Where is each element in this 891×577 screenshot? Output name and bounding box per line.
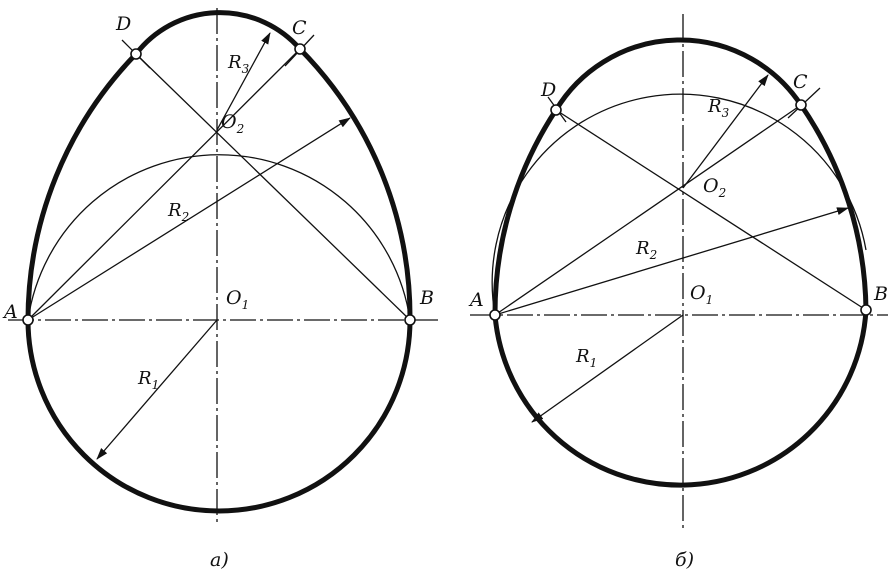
label-o1-b: O1 [690, 282, 713, 307]
radius-r3-b [682, 74, 769, 189]
label-d-a: D [115, 13, 131, 35]
point-c-b [795, 99, 807, 111]
point-c-a [294, 43, 306, 55]
line-a-c-b [494, 104, 802, 316]
point-b-b [860, 304, 872, 316]
label-d-b: D [540, 79, 556, 101]
line-b-d-a [135, 53, 411, 321]
radius-r1-b [531, 314, 684, 423]
line-a-r2-b [494, 207, 849, 316]
line-b-d-b [555, 109, 867, 311]
label-a-a: A [2, 301, 18, 323]
line-a-c-a [27, 48, 301, 321]
construction-arc-b [491, 93, 867, 316]
point-a-b [489, 309, 501, 321]
label-c-b: C [793, 71, 808, 93]
point-a-a [22, 314, 34, 326]
label-r2-a: R2 [167, 200, 189, 224]
label-o1-a: O1 [226, 287, 249, 312]
label-r1-b: R1 [575, 346, 597, 370]
radius-r3-a [216, 32, 271, 131]
label-o2-a: O2 [221, 111, 244, 136]
label-b-a: B [419, 287, 434, 309]
label-r3-a: R3 [227, 52, 250, 76]
figure-a: A B C D O1 O2 R1 R2 R3 а) [2, 8, 438, 571]
point-d-b [550, 104, 562, 116]
label-r3-b: R3 [707, 96, 730, 120]
construction-arc-a [27, 154, 411, 321]
label-b-b: B [873, 283, 888, 305]
radius-r1-a [96, 319, 218, 460]
label-c-a: C [292, 17, 307, 39]
label-a-b: A [468, 289, 484, 311]
point-d-a [130, 48, 142, 60]
point-b-a [404, 314, 416, 326]
line-a-r2-a [27, 117, 351, 321]
label-r2-b: R2 [635, 238, 657, 262]
caption-b: б) [675, 549, 694, 571]
caption-a: а) [210, 549, 229, 571]
label-o2-b: O2 [703, 175, 726, 200]
figure-b: A B C D O1 O2 R1 R2 R3 б) [468, 14, 888, 571]
egg-outline-b [492, 37, 869, 488]
egg-outline-a [25, 10, 413, 514]
label-r1-a: R1 [137, 368, 159, 392]
